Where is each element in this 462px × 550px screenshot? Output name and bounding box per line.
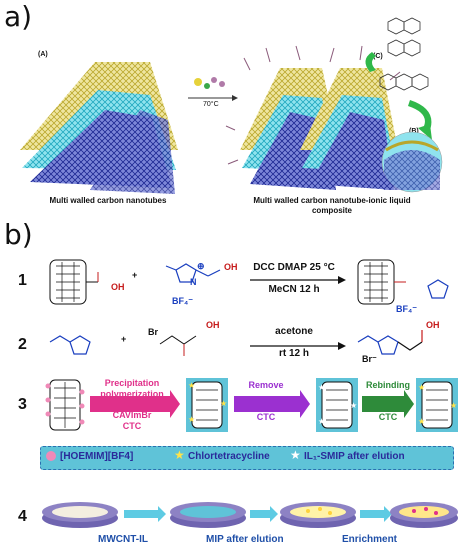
step-1-scheme (49, 259, 449, 305)
step1-oh2-label: OH (224, 262, 238, 272)
nanotube-product-1 (357, 259, 449, 305)
zoom-circle-b (381, 131, 443, 193)
caption-composite-1: Multi walled carbon nanotube-ionic liqui… (253, 196, 411, 205)
imidazolium-reactant-1 (165, 263, 221, 283)
svg-text:★: ★ (188, 415, 195, 424)
step2-oh-label: OH (206, 320, 220, 330)
step2-br-minus: Br⁻ (362, 354, 377, 364)
step4-label-3: Enrichment (342, 534, 398, 545)
bromoacetic-acid (159, 335, 197, 356)
vinylimidazole (49, 335, 91, 355)
step3-rebind-l1: Rebinding (366, 380, 410, 390)
svg-text:★: ★ (318, 417, 325, 426)
step3-remove-l1: Remove (248, 380, 284, 390)
sub-label-b: (B) (409, 128, 419, 135)
reaction-arrow-2 (250, 342, 346, 350)
step-3-scheme: ★ ★ ★ ★ ★ ★ ★ ★ ★ (45, 378, 458, 432)
step2-br-label: Br (148, 327, 159, 337)
disk-arrow-1 (124, 506, 166, 522)
step3-precip-l1: Precipitation (104, 378, 160, 388)
rebinding-arrow (362, 390, 414, 418)
step-2-number: 2 (18, 336, 27, 353)
step3-precip-l2: polymerization (100, 389, 164, 399)
mwcnt-il-composite (225, 45, 401, 190)
disk-2 (170, 502, 246, 528)
step1-conditions-top: DCC DMAP 25 °C (253, 262, 335, 273)
step4-label-1: MWCNT-IL (98, 534, 148, 545)
svg-text:★: ★ (350, 401, 357, 410)
disk-arrow-2 (250, 506, 278, 522)
legend-swatch-il (46, 451, 56, 461)
remove-arrow (234, 390, 310, 418)
legend-star-smip-icon: ★ (290, 448, 301, 462)
step1-oh-label: OH (111, 282, 125, 292)
step3-remove-l2: CTC (256, 412, 276, 422)
panel-b-label: b) (4, 218, 33, 251)
svg-text:★: ★ (418, 417, 425, 426)
vinylimidazolium-product (357, 330, 423, 355)
step3-rebind-l2: CTC (378, 412, 398, 422)
step2-oh2-label: OH (426, 320, 440, 330)
legend-box (40, 446, 454, 470)
tube-stage-2: ★ ★ ★ (186, 378, 228, 432)
precipitation-arrow (90, 390, 180, 418)
step-4-scheme (42, 502, 458, 528)
svg-text:★: ★ (418, 383, 425, 392)
caption-composite-2: composite (311, 206, 352, 215)
disk-3 (280, 502, 356, 528)
tube-stage-1 (45, 379, 85, 431)
step1-product-bf4: BF₄⁻ (396, 304, 418, 314)
tube-stage-3: ★ ★ ★ (316, 378, 358, 432)
step-4-number: 4 (18, 508, 27, 525)
caption-mwcnt: Multi walled carbon nanotubes (49, 196, 167, 205)
step-3-number: 3 (18, 396, 27, 413)
svg-text:★: ★ (450, 401, 457, 410)
temperature-label: 70°C (203, 101, 219, 108)
step3-precip-l4: CTC (122, 421, 142, 431)
disk-1 (42, 502, 118, 528)
mwcnt-bundle-left (20, 62, 178, 194)
svg-text:★: ★ (188, 381, 195, 390)
sub-label-a: (A) (38, 51, 48, 58)
disk-arrow-3 (360, 506, 392, 522)
reaction-arrow-1 (250, 276, 346, 284)
step3-precip-l3: CAVImBr (112, 410, 152, 420)
step1-conditions-bottom: MeCN 12 h (268, 284, 320, 295)
ctc-structure-sketch (379, 17, 429, 91)
step2-plus: + (121, 334, 127, 344)
legend-item-il: [HOEMIM][BF4] (60, 451, 134, 462)
step2-conditions-top: acetone (275, 326, 313, 337)
step1-bf4-label: BF₄⁻ (172, 296, 194, 306)
green-arrow-c (365, 52, 376, 72)
step2-conditions-bottom: rt 12 h (278, 348, 309, 359)
tube-stage-4: ★ ★ ★ (416, 378, 458, 432)
step1-n-label: N (190, 277, 197, 287)
panel-a-label: a) (4, 0, 33, 33)
legend-item-smip: IL₁-SMIP after elution (304, 451, 405, 462)
svg-text:★: ★ (318, 383, 325, 392)
legend-star-ctc-icon: ★ (174, 448, 185, 462)
legend-item-ctc: Chlortetracycline (188, 451, 270, 462)
step4-label-2: MIP after elution (206, 534, 284, 545)
sub-label-c: (C) (373, 53, 383, 60)
step-1-number: 1 (18, 272, 27, 289)
disk-4 (390, 502, 458, 528)
green-arrow-b (408, 100, 432, 140)
step1-plus: + (132, 270, 138, 280)
svg-text:★: ★ (220, 399, 227, 408)
step1-ylium: ⊕ (197, 261, 205, 271)
nanotube-reactant-1 (49, 259, 99, 305)
nanotube-illustration (20, 17, 443, 194)
step-2-scheme (49, 330, 423, 356)
reaction-arrow-a (188, 77, 238, 101)
